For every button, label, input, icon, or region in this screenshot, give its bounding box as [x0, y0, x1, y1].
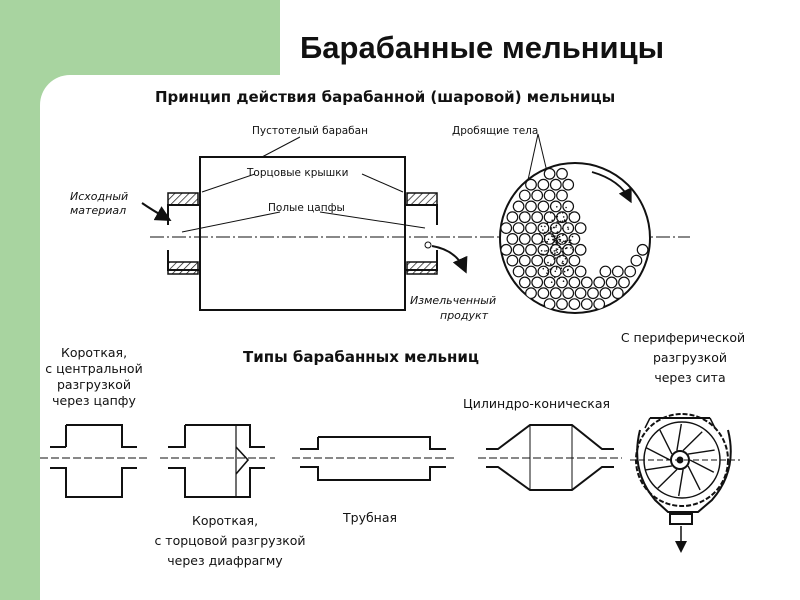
svg-text:Короткая,: Короткая,	[192, 513, 258, 528]
label-hollow-drum: Пустотелый барабан	[252, 125, 368, 137]
type-cylindro-conical-label: Цилиндро-коническая	[463, 396, 610, 411]
svg-text:разгрузкой: разгрузкой	[653, 350, 727, 365]
type-tube-label: Трубная	[342, 510, 397, 525]
svg-text:с центральной: с центральной	[45, 361, 142, 376]
drum-cross-section	[500, 163, 650, 313]
type-short-end-sketch	[160, 425, 275, 497]
leader-lines	[182, 134, 548, 232]
label-feed-2: материал	[70, 204, 126, 217]
svg-text:через диафрагму: через диафрагму	[167, 553, 283, 568]
mill-longitudinal-section	[168, 157, 437, 310]
label-product-2: продукт	[440, 309, 489, 322]
type-short-central-sketch	[40, 425, 148, 497]
label-end-covers: Торцовые крышки	[246, 167, 348, 179]
svg-text:разгрузкой: разгрузкой	[57, 377, 131, 392]
type-peripheral-sketch	[630, 414, 740, 550]
type-short-end-label: Короткая, с торцовой разгрузкой через ди…	[154, 513, 305, 568]
type-short-central-label: Короткая, с центральной разгрузкой через…	[45, 345, 142, 408]
principle-heading: Принцип действия барабанной (шаровой) ме…	[155, 88, 615, 106]
svg-text:с торцовой разгрузкой: с торцовой разгрузкой	[154, 533, 305, 548]
svg-text:С периферической: С периферической	[621, 330, 745, 345]
label-hollow-trunnions: Полые цапфы	[268, 202, 345, 214]
label-product-1: Измельченный	[410, 294, 496, 307]
svg-text:через сита: через сита	[654, 370, 725, 385]
type-peripheral-label: С периферической разгрузкой через сита	[621, 330, 745, 385]
product-ball	[425, 242, 431, 248]
label-grinding-bodies: Дробящие тела	[452, 125, 538, 137]
feed-arrow	[142, 203, 168, 219]
label-feed-1: Исходный	[70, 190, 128, 203]
type-tube-sketch	[292, 437, 455, 480]
types-heading: Типы барабанных мельниц	[243, 348, 479, 366]
svg-text:через цапфу: через цапфу	[52, 393, 136, 408]
type-cylindro-conical-sketch	[478, 425, 622, 490]
svg-text:Короткая,: Короткая,	[61, 345, 127, 360]
